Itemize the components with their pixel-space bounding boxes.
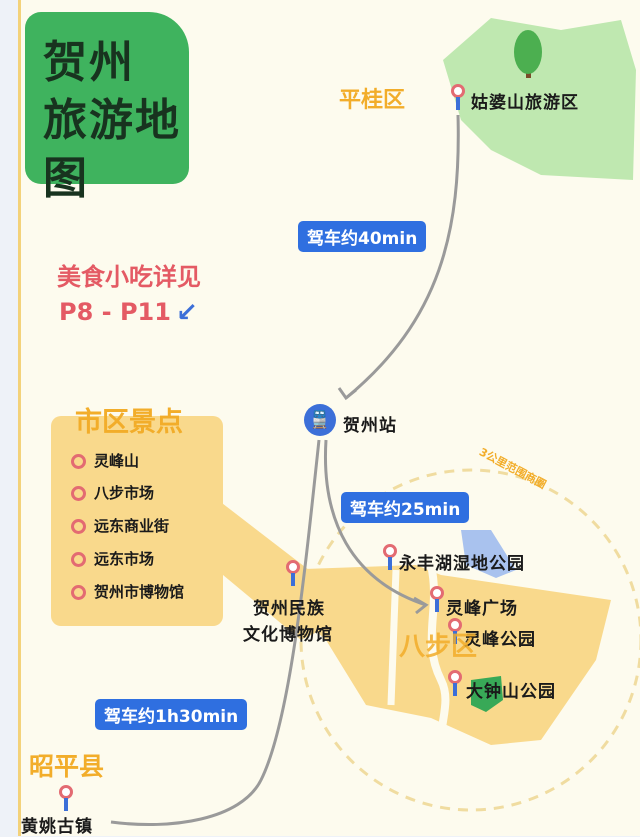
place-museum-line2[interactable]: 文化博物馆: [243, 625, 333, 645]
food-pages: P8 - P11: [59, 298, 171, 326]
pin-icon: [59, 785, 73, 811]
city-spot-item[interactable]: 远东商业街: [71, 515, 169, 536]
city-spot-item[interactable]: 灵峰山: [71, 450, 139, 471]
pin-icon: [451, 84, 465, 110]
place-dazhong[interactable]: 大钟山公园: [466, 682, 556, 702]
place-museum-line1[interactable]: 贺州民族: [253, 599, 325, 619]
title-line2: 旅游地图: [43, 95, 181, 204]
pin-icon: [383, 544, 397, 570]
district-pinggui: 平桂区: [339, 88, 406, 113]
place-lingfeng-square[interactable]: 灵峰广场: [446, 599, 518, 619]
route-gupo-station: [345, 114, 460, 400]
city-spots-panel: 灵峰山 八步市场 远东商业街 远东市场 贺州市博物馆: [51, 416, 223, 626]
pin-icon: [448, 618, 462, 644]
place-huangyao[interactable]: 黄姚古镇: [21, 817, 93, 837]
district-babu: 八步区: [399, 632, 478, 662]
district-zhaoping: 昭平县: [29, 752, 105, 781]
train-station-icon: 🚆: [304, 404, 336, 436]
city-spots-heading: 市区景点: [75, 407, 183, 438]
map-canvas: 贺州旅游地图 美食小吃详见 P8 - P11 ↙ 平桂区 姑婆山旅游区 驾车约4…: [18, 0, 640, 837]
tree-icon: [514, 30, 542, 78]
city-spots-pointer: [205, 490, 361, 640]
place-yongfeng[interactable]: 永丰湖湿地公园: [399, 554, 525, 574]
drive-time-40: 驾车约40min: [298, 221, 427, 252]
place-gupo[interactable]: 姑婆山旅游区: [471, 93, 579, 113]
drive-time-25: 驾车约25min: [341, 492, 470, 523]
place-lingfeng-park[interactable]: 灵峰公园: [464, 630, 536, 650]
route-station-babu: [323, 439, 427, 607]
city-spot-item[interactable]: 贺州市博物馆: [71, 581, 184, 602]
route-station-huangyao: [110, 439, 321, 827]
city-spot-item[interactable]: 远东市场: [71, 548, 154, 569]
map-layer: [110, 18, 640, 827]
babu-district-area: [201, 480, 611, 745]
pinggui-mountain-area: [443, 18, 636, 180]
dazhong-park-area: [471, 676, 503, 712]
title-line1: 贺州: [43, 37, 135, 88]
range-circle: [299, 468, 640, 812]
drive-time-130: 驾车约1h30min: [95, 699, 248, 730]
pin-icon: [430, 586, 444, 612]
pin-icon: [448, 670, 462, 696]
arrow-left-icon: ↙: [176, 298, 198, 328]
yongfeng-lake: [461, 530, 516, 578]
map-title: 贺州旅游地图: [25, 12, 189, 204]
city-spot-item[interactable]: 八步市场: [71, 482, 154, 503]
food-note: 美食小吃详见: [57, 263, 201, 291]
pin-icon: [286, 560, 300, 586]
place-station[interactable]: 贺州站: [343, 416, 397, 436]
